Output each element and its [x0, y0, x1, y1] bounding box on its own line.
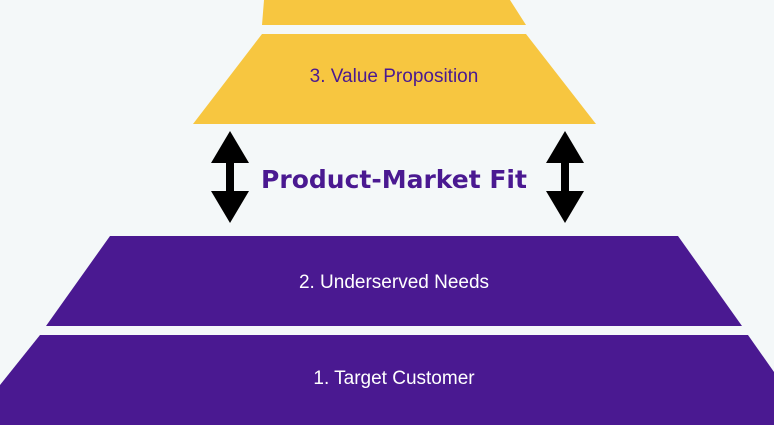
- layer-underserved-needs: [46, 236, 742, 326]
- product-market-fit-label: Product-Market Fit: [261, 165, 527, 194]
- layer-target-customer: [0, 335, 774, 425]
- layer-target-customer-label: 1. Target Customer: [313, 368, 475, 389]
- left-double-arrow-icon: [211, 131, 249, 223]
- right-double-arrow-icon: [546, 131, 584, 223]
- layer-value-proposition-label: 3. Value Proposition: [310, 66, 479, 87]
- layer-value-proposition: [193, 34, 596, 124]
- layer-top-partial: [262, 0, 526, 25]
- layer-underserved-needs-label: 2. Underserved Needs: [299, 272, 489, 293]
